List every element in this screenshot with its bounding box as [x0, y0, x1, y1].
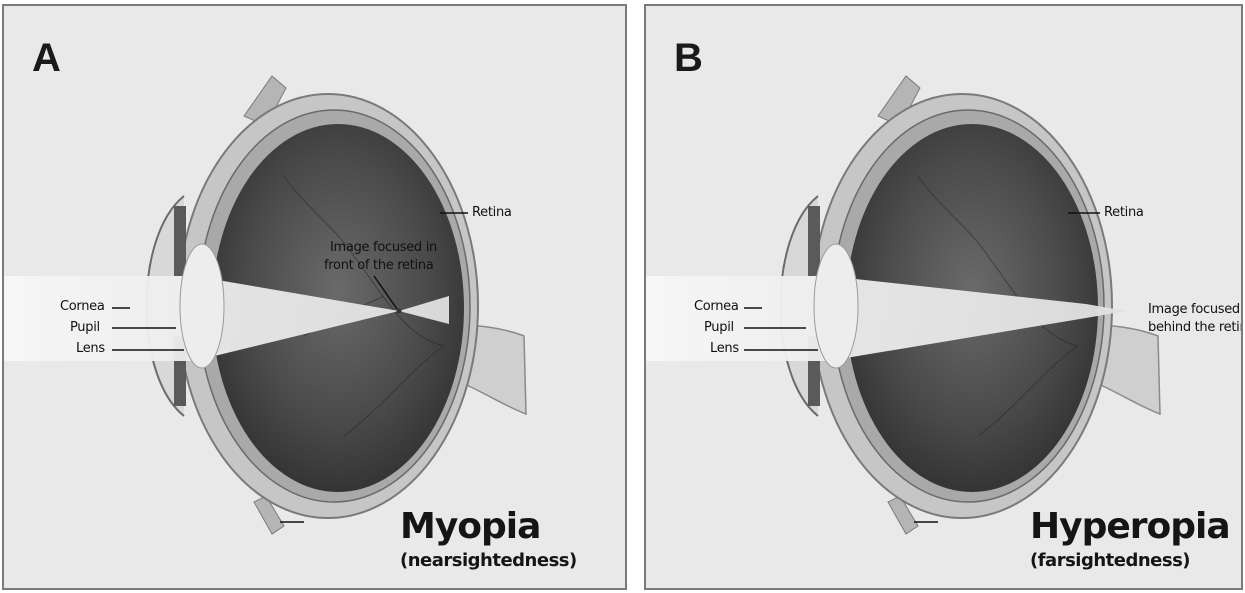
lens	[814, 244, 858, 368]
cornea-label: Cornea	[694, 299, 739, 315]
iris-top	[808, 206, 820, 276]
condition-title: Myopia	[400, 506, 540, 547]
condition-title: Hyperopia	[1030, 506, 1230, 547]
lens	[180, 244, 224, 368]
focal-point	[397, 309, 402, 314]
pupil-label: Pupil	[70, 320, 100, 336]
eye-diagram-hyperopia	[646, 6, 1243, 590]
focus-label-line1: Image focused	[1148, 302, 1240, 318]
panel-letter: B	[674, 36, 703, 81]
eye-diagram-myopia	[4, 6, 627, 590]
focus-label-line1: Image focused in	[330, 240, 437, 256]
panel-letter: A	[32, 36, 61, 81]
lens-label: Lens	[76, 341, 105, 357]
panel-hyperopia: B Cornea Pupil Lens Retina Image focused…	[644, 4, 1243, 590]
pupil-label: Pupil	[704, 320, 734, 336]
retina-label: Retina	[1104, 205, 1144, 221]
condition-subtitle: (nearsightedness)	[400, 550, 577, 571]
lens-label: Lens	[710, 341, 739, 357]
retina-label: Retina	[472, 205, 512, 221]
cornea-label: Cornea	[60, 299, 105, 315]
focus-label-line2: behind the retina	[1148, 320, 1243, 336]
iris-top	[174, 206, 186, 276]
focus-label-line2: front of the retina	[324, 258, 433, 274]
condition-subtitle: (farsightedness)	[1030, 550, 1190, 571]
panel-myopia: A Cornea Pupil Lens Retina Image focused…	[2, 4, 627, 590]
